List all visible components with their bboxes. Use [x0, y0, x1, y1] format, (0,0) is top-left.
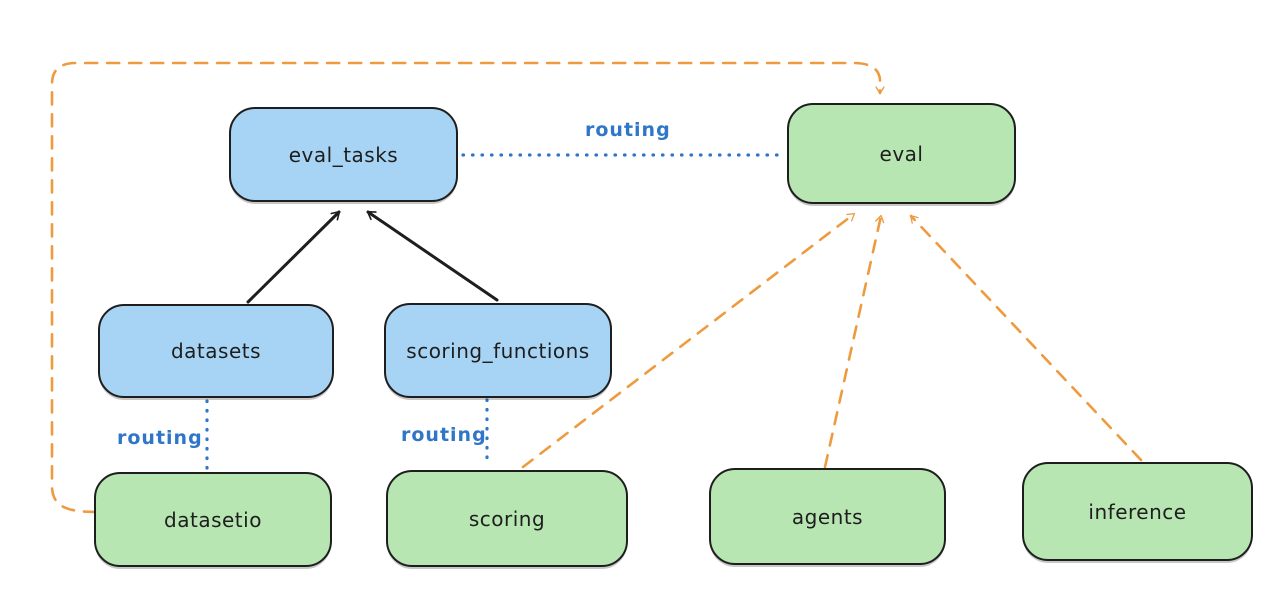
edge-label-routing-scoring: routing	[401, 424, 487, 446]
edge-scoring-to-eval	[521, 212, 856, 469]
node-scoring-functions: scoring_functions	[384, 303, 612, 398]
node-datasets-label: datasets	[170, 339, 262, 363]
edge-label-routing-top: routing	[585, 119, 671, 141]
node-eval-tasks-label: eval_tasks	[288, 142, 399, 167]
node-eval-tasks: eval_tasks	[229, 107, 458, 202]
node-datasetio: datasetio	[94, 472, 332, 567]
edge-agents-to-eval	[823, 214, 885, 469]
node-datasetio-label: datasetio	[164, 507, 262, 532]
edge-datasetio-to-eval	[50, 61, 885, 514]
node-eval: eval	[787, 103, 1016, 204]
edge-inference-to-eval	[909, 214, 1143, 462]
edge-label-routing-datasets: routing	[117, 427, 203, 449]
node-scoring-label: scoring	[468, 506, 546, 531]
edge-datasets-to-eval-tasks	[246, 210, 341, 304]
node-scoring-functions-label: scoring_functions	[406, 338, 590, 363]
node-datasets: datasets	[98, 304, 334, 398]
node-agents-label: agents	[791, 504, 864, 529]
node-scoring: scoring	[386, 470, 628, 567]
node-eval-label: eval	[879, 141, 924, 166]
node-inference-label: inference	[1088, 499, 1187, 524]
node-agents: agents	[709, 468, 946, 565]
node-inference: inference	[1022, 462, 1253, 561]
edge-scoring-functions-to-eval-tasks	[366, 210, 499, 302]
